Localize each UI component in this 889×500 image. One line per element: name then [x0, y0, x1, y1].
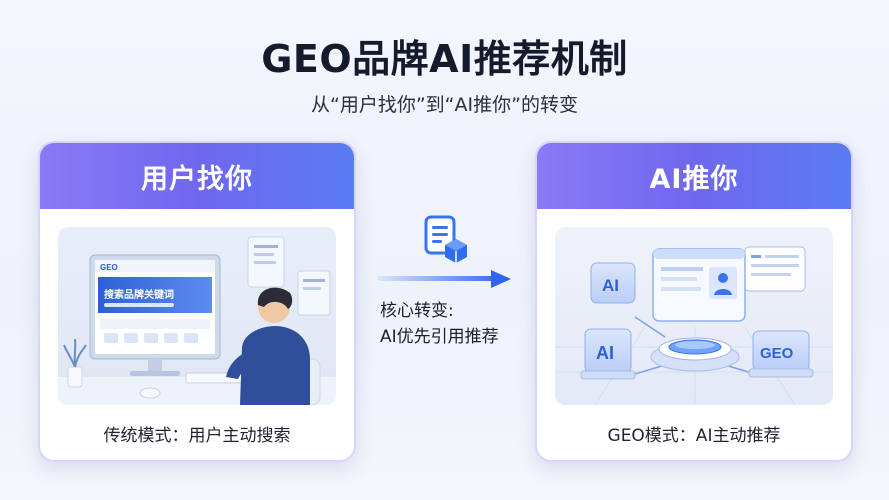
page-subtitle: 从“用户找你”到“AI推你”的转变 — [311, 94, 578, 116]
screen-banner: 搜索品牌关键词 — [104, 288, 174, 301]
core-change-label: 核心转变: AI优先引用推荐 — [380, 298, 530, 350]
user-search-illustration: GEO 搜索品牌关键词 — [58, 227, 336, 405]
badge-top: AI — [602, 276, 619, 295]
badge-right: GEO — [760, 345, 794, 362]
badge-left: AI — [596, 343, 614, 363]
ai-recommend-caption: GEO模式：AI主动推荐 — [607, 426, 781, 446]
transition-arrow — [377, 268, 513, 290]
ai-recommend-card: AI推你 AI — [535, 141, 853, 462]
page-title: GEO品牌AI推荐机制 — [261, 37, 628, 81]
user-search-card: 用户找你 — [38, 141, 356, 462]
screen-logo: GEO — [100, 263, 118, 272]
document-cube-icon — [420, 213, 472, 265]
ai-recommend-illustration: AI AI — [555, 227, 833, 405]
core-change-title: 核心转变: — [380, 301, 454, 321]
core-change-detail: AI优先引用推荐 — [380, 327, 499, 347]
user-search-card-heading: 用户找你 — [40, 143, 354, 209]
user-search-caption: 传统模式：用户主动搜索 — [103, 426, 291, 446]
ai-recommend-card-heading: AI推你 — [537, 143, 851, 209]
